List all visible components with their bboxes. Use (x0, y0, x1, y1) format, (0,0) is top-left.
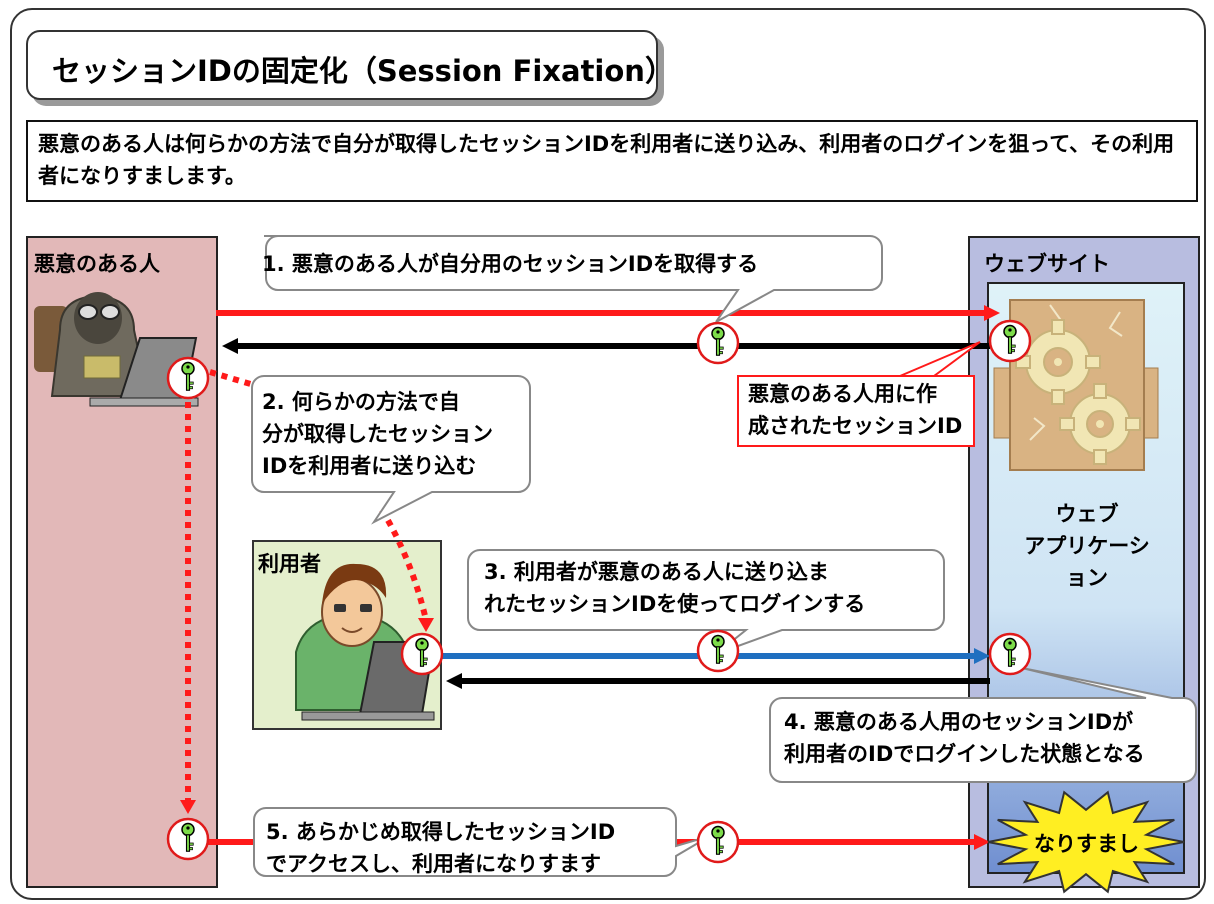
attacker-label: 悪意のある人 (34, 252, 160, 276)
callout-step5 (253, 807, 711, 877)
arrow-step3-head (974, 648, 990, 664)
callout-session-created (737, 341, 981, 447)
key-icon (166, 817, 210, 861)
impersonation-burst (987, 790, 1185, 894)
arrow-step3-response-head (446, 673, 462, 689)
website-label: ウェブサイト (984, 252, 1110, 276)
burst-label: なりすまし (1034, 832, 1139, 856)
description-text: 悪意のある人は何らかの方法で自分が取得したセッションIDを利用者に送り込み、利用… (38, 132, 1175, 188)
key-icon (696, 629, 740, 673)
dotted-path-to-step2 (209, 369, 265, 391)
callout-step4 (769, 667, 1197, 783)
arrow-step1-head (984, 305, 1000, 321)
arrow-step1-response-head (222, 338, 238, 354)
dotted-path-to-user (379, 508, 429, 621)
title-box: セッションIDの固定化（Session Fixation） (26, 30, 674, 100)
callout-step3 (467, 549, 945, 655)
user-label: 利用者 (258, 552, 321, 576)
key-icon (696, 820, 740, 864)
dotted-path-user-head (418, 618, 434, 632)
arrow-step5-head (974, 834, 990, 850)
step4-text: 4. 悪意のある人用のセッションIDが 利用者のIDでログインした状態となる (784, 710, 1145, 766)
page-title: セッションIDの固定化（Session Fixation） (52, 54, 674, 88)
dotted-path-down-head (180, 800, 196, 814)
step3-text: 3. 利用者が悪意のある人に送り込ま れたセッションIDを使ってログインする (484, 560, 866, 616)
step5-text: 5. あらかじめ取得したセッションID でアクセスし、利用者になりすます (266, 820, 616, 876)
key-icon (988, 632, 1032, 676)
key-icon (988, 319, 1032, 363)
web-application-gears-icon (993, 299, 1159, 471)
step2-text: 2. 何らかの方法で自 分が取得したセッション IDを利用者に送り込む (262, 390, 493, 478)
description-box: 悪意のある人は何らかの方法で自分が取得したセッションIDを利用者に送り込み、利用… (26, 120, 1198, 202)
session-created-text: 悪意のある人用に作 成されたセッションID (748, 382, 963, 438)
callout-step2 (251, 375, 531, 525)
key-icon (166, 356, 210, 400)
key-icon (400, 632, 444, 676)
web-app-label: ウェブ アプリケーション (1024, 502, 1150, 590)
key-icon (696, 321, 740, 365)
step1-text: 1. 悪意のある人が自分用のセッションIDを取得する (262, 252, 759, 276)
